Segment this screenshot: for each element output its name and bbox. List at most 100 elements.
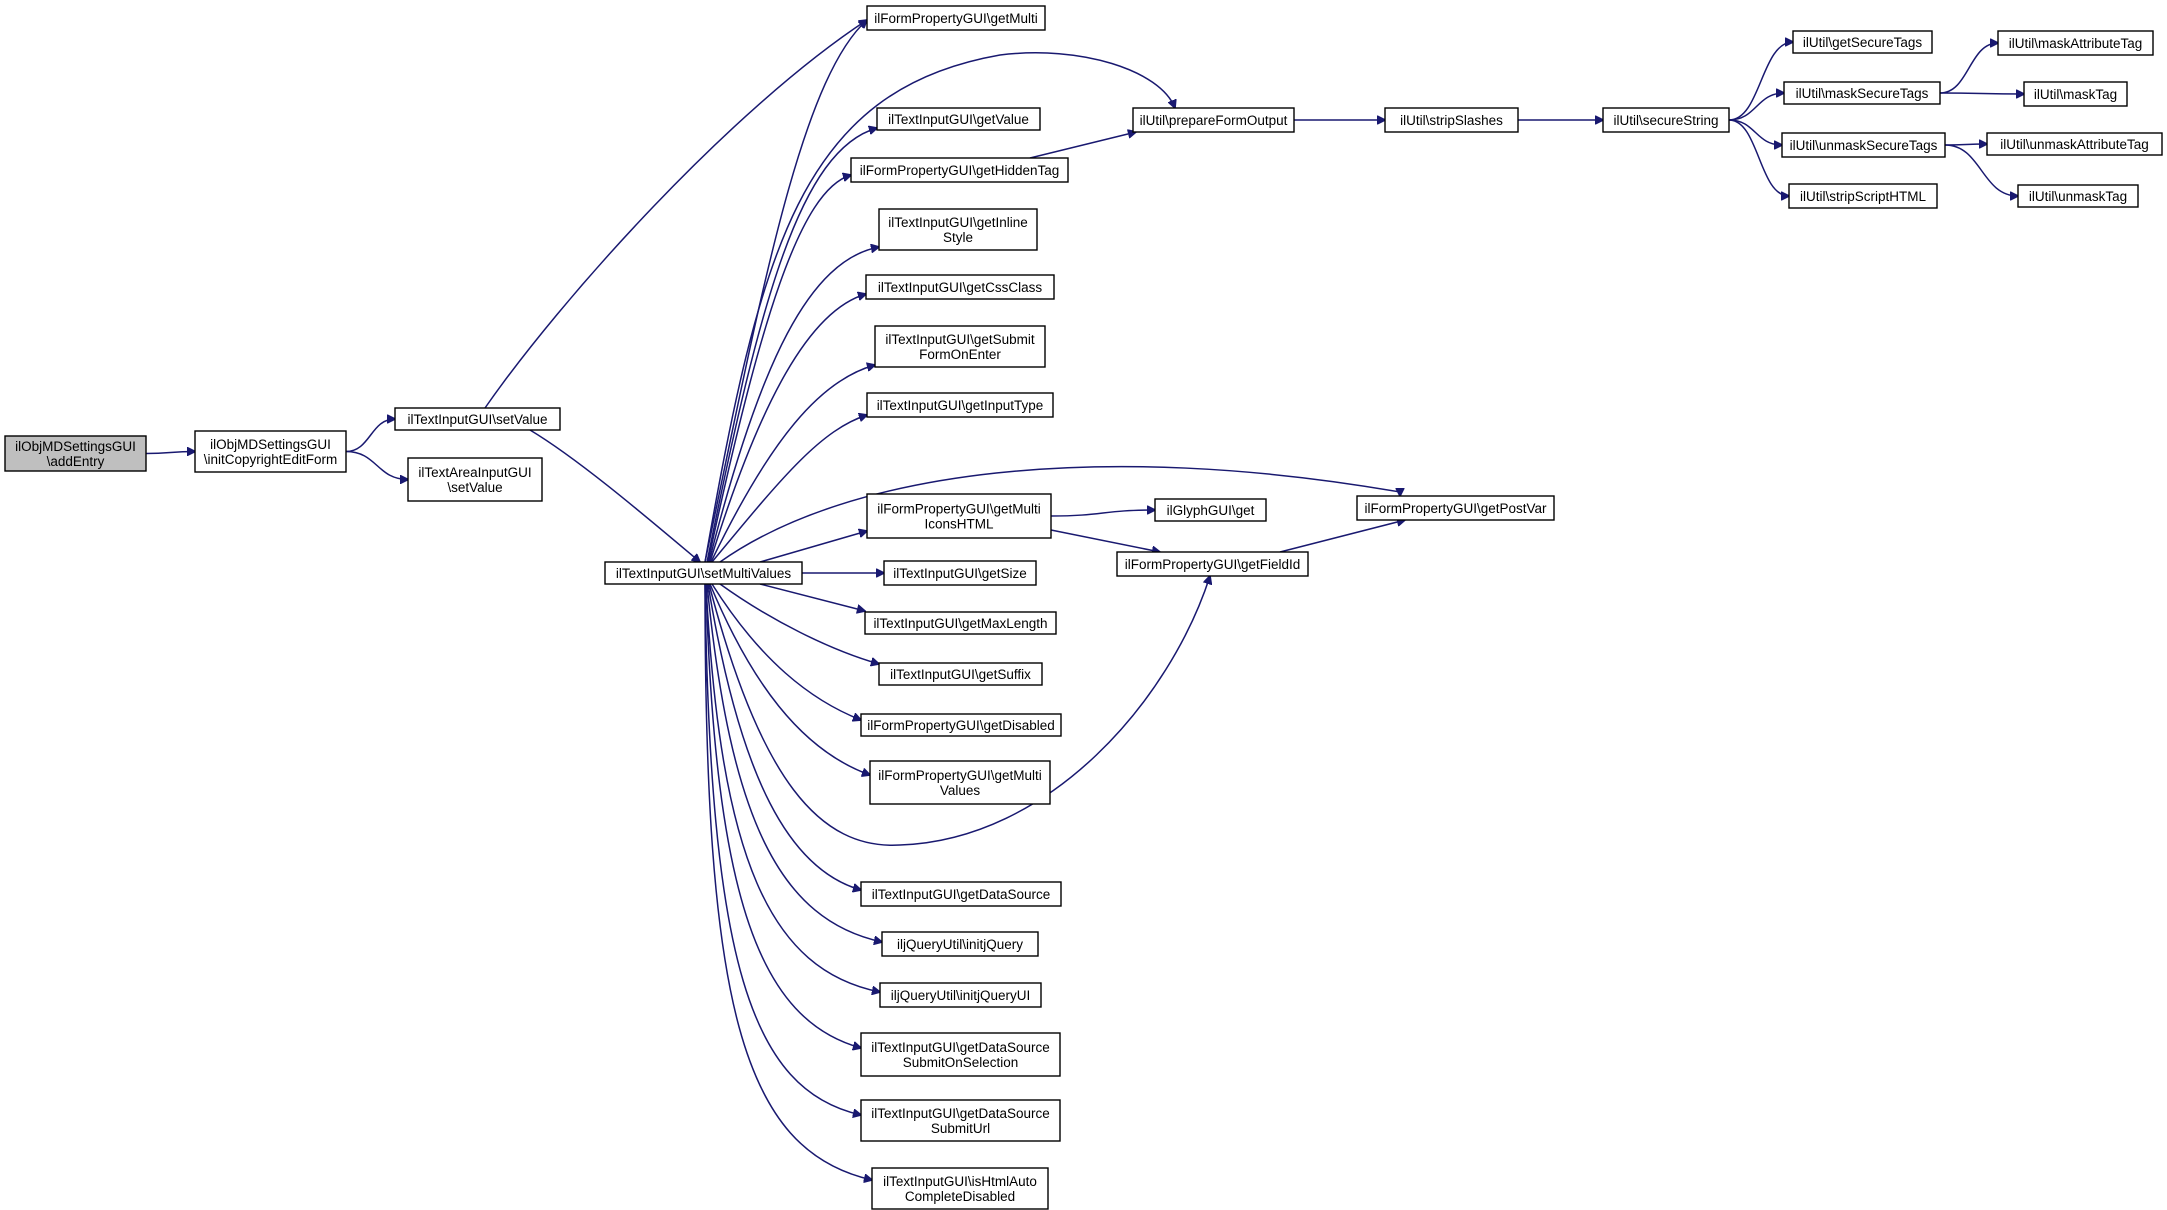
node-box bbox=[860, 713, 1062, 737]
node-n15[interactable]: ilGlyphGUI\get bbox=[1154, 498, 1267, 522]
node-label-line: ilUtil\stripScriptHTML bbox=[1800, 189, 1927, 204]
node-box bbox=[865, 274, 1055, 300]
node-n19[interactable]: ilTextInputGUI\getSuffix bbox=[878, 662, 1043, 686]
node-n31[interactable]: ilUtil\maskSecureTags bbox=[1783, 81, 1941, 105]
edge-n16-to-n13 bbox=[1279, 520, 1405, 553]
node-label-line: ilTextInputGUI\setMultiValues bbox=[616, 566, 792, 581]
node-label-line: ilTextInputGUI\setValue bbox=[407, 412, 547, 427]
edge-n4-to-n25 bbox=[705, 583, 861, 1048]
edge-n1-to-n2 bbox=[345, 419, 395, 453]
node-label-line: iljQueryUtil\initjQuery bbox=[897, 937, 1023, 952]
node-n27[interactable]: ilTextInputGUI\isHtmlAutoCompleteDisable… bbox=[871, 1167, 1049, 1210]
node-n0[interactable]: ilObjMDSettingsGUI\addEntry bbox=[4, 435, 147, 472]
edge-n4-to-n14 bbox=[759, 531, 867, 563]
edge-n4-to-n11 bbox=[710, 365, 875, 563]
node-label-line: ilUtil\unmaskSecureTags bbox=[1790, 138, 1938, 153]
node-label-line: ilUtil\maskTag bbox=[2034, 87, 2117, 102]
node-box bbox=[883, 560, 1037, 586]
node-label-line: ilTextInputGUI\getDataSource bbox=[872, 887, 1051, 902]
node-n12[interactable]: ilTextInputGUI\getInputType bbox=[866, 392, 1054, 418]
node-n2[interactable]: ilTextInputGUI\setValue bbox=[394, 407, 561, 431]
node-n17[interactable]: ilTextInputGUI\getSize bbox=[883, 560, 1037, 586]
node-label-line: CompleteDisabled bbox=[905, 1189, 1015, 1204]
node-label-line: ilTextInputGUI\getSuffix bbox=[890, 667, 1031, 682]
node-n25[interactable]: ilTextInputGUI\getDataSourceSubmitOnSele… bbox=[860, 1032, 1061, 1077]
node-box bbox=[1602, 107, 1730, 133]
node-box bbox=[1788, 183, 1938, 209]
node-n1[interactable]: ilObjMDSettingsGUI\initCopyrightEditForm bbox=[194, 430, 347, 473]
node-label-line: ilFormPropertyGUI\getMulti bbox=[874, 11, 1038, 26]
node-n20[interactable]: ilFormPropertyGUI\getDisabled bbox=[860, 713, 1062, 737]
node-n7[interactable]: ilTextInputGUI\getValue bbox=[876, 107, 1041, 131]
edge-n4-to-n6 bbox=[704, 52, 1175, 563]
node-n28[interactable]: ilUtil\stripSlashes bbox=[1384, 107, 1519, 133]
node-label-line: ilTextInputGUI\getValue bbox=[888, 112, 1029, 127]
node-box bbox=[864, 611, 1057, 635]
edge-n29-to-n31 bbox=[1728, 93, 1784, 121]
edge-n14-to-n15 bbox=[1050, 510, 1155, 517]
node-box bbox=[878, 208, 1038, 251]
edge-n2-to-n4 bbox=[529, 429, 700, 562]
node-label-line: ilFormPropertyGUI\getFieldId bbox=[1125, 557, 1301, 572]
edge-n4-to-n23 bbox=[706, 583, 882, 942]
node-box bbox=[394, 407, 561, 431]
edge-n4-to-n19 bbox=[719, 583, 879, 664]
node-label-line: \initCopyrightEditForm bbox=[204, 452, 338, 467]
node-label-line: ilUtil\prepareFormOutput bbox=[1140, 113, 1288, 128]
node-n22[interactable]: ilTextInputGUI\getDataSource bbox=[860, 881, 1062, 907]
node-n23[interactable]: iljQueryUtil\initjQuery bbox=[881, 931, 1039, 957]
node-n16[interactable]: ilFormPropertyGUI\getFieldId bbox=[1116, 551, 1309, 577]
node-n3[interactable]: ilTextAreaInputGUI\setValue bbox=[407, 457, 543, 502]
node-n34[interactable]: ilUtil\maskAttributeTag bbox=[1997, 30, 2154, 56]
node-label-line: ilUtil\stripSlashes bbox=[1400, 113, 1503, 128]
node-n35[interactable]: ilUtil\maskTag bbox=[2023, 81, 2128, 107]
node-n13[interactable]: ilFormPropertyGUI\getPostVar bbox=[1356, 495, 1555, 521]
node-label-line: ilFormPropertyGUI\getDisabled bbox=[867, 718, 1055, 733]
node-box bbox=[1116, 551, 1309, 577]
node-label-line: Style bbox=[943, 230, 973, 245]
node-n29[interactable]: ilUtil\secureString bbox=[1602, 107, 1730, 133]
edge-n4-to-n27 bbox=[704, 583, 872, 1180]
edge-n4-to-n21 bbox=[709, 583, 870, 775]
node-n30[interactable]: ilUtil\getSecureTags bbox=[1792, 30, 1933, 54]
node-label-line: ilFormPropertyGUI\getHiddenTag bbox=[860, 163, 1060, 178]
node-n36[interactable]: ilUtil\unmaskAttributeTag bbox=[1986, 132, 2163, 156]
node-n10[interactable]: ilTextInputGUI\getCssClass bbox=[865, 274, 1055, 300]
node-label-line: ilTextInputGUI\getInline bbox=[888, 215, 1028, 230]
node-n6[interactable]: ilUtil\prepareFormOutput bbox=[1132, 107, 1295, 133]
edge-n4-to-n9 bbox=[708, 247, 879, 563]
node-n8[interactable]: ilFormPropertyGUI\getHiddenTag bbox=[850, 157, 1069, 183]
node-box bbox=[2023, 81, 2128, 107]
edge-n1-to-n3 bbox=[345, 450, 408, 480]
edge-n0-to-n1 bbox=[145, 452, 195, 454]
node-box bbox=[1792, 30, 1933, 54]
node-n32[interactable]: ilUtil\unmaskSecureTags bbox=[1781, 132, 1946, 158]
node-box bbox=[866, 392, 1054, 418]
edge-n14-to-n16 bbox=[1050, 529, 1160, 552]
node-box bbox=[860, 1032, 1061, 1077]
node-n24[interactable]: iljQueryUtil\initjQueryUI bbox=[879, 982, 1042, 1008]
node-label-line: ilUtil\getSecureTags bbox=[1803, 35, 1923, 50]
edge-n4-to-n16 bbox=[708, 576, 1210, 846]
node-label-line: Values bbox=[940, 783, 981, 798]
node-label-line: ilTextInputGUI\isHtmlAuto bbox=[883, 1174, 1037, 1189]
edge-n29-to-n33 bbox=[1728, 119, 1789, 196]
node-n4[interactable]: ilTextInputGUI\setMultiValues bbox=[604, 561, 803, 585]
node-n5[interactable]: ilFormPropertyGUI\getMulti bbox=[866, 5, 1046, 31]
node-n18[interactable]: ilTextInputGUI\getMaxLength bbox=[864, 611, 1057, 635]
node-label-line: ilFormPropertyGUI\getMulti bbox=[877, 502, 1041, 517]
node-box bbox=[860, 1099, 1061, 1142]
node-label-line: SubmitUrl bbox=[931, 1121, 990, 1136]
node-n33[interactable]: ilUtil\stripScriptHTML bbox=[1788, 183, 1938, 209]
node-box bbox=[1781, 132, 1946, 158]
node-label-line: ilUtil\secureString bbox=[1613, 113, 1718, 128]
node-n37[interactable]: ilUtil\unmaskTag bbox=[2017, 184, 2139, 208]
edge-n31-to-n35 bbox=[1939, 93, 2024, 94]
edge-n4-to-n24 bbox=[705, 583, 880, 992]
